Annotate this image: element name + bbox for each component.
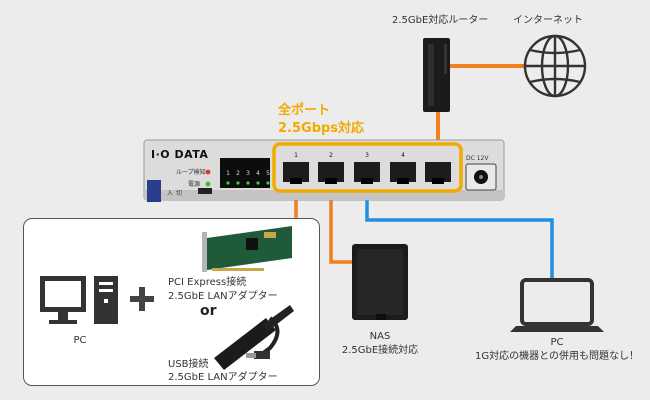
led-number: 1: [226, 170, 230, 177]
pcie-line1: PCI Express接続: [168, 277, 247, 288]
loop-detect-label: ループ検知: [176, 169, 206, 176]
router-label: 2.5GbE対応ルーター: [392, 15, 489, 26]
pc-label-left: PC: [73, 335, 87, 346]
usb-line1: USB接続: [168, 359, 209, 370]
usb-adapter-icon: [214, 305, 294, 370]
power-led-icon: [205, 181, 211, 187]
loop-led-icon: [205, 169, 211, 175]
port-3: [354, 162, 380, 184]
highlight-line2: 2.5Gbps対応: [278, 121, 365, 136]
port2-nas-line: [329, 186, 352, 264]
port-number: 2: [329, 152, 333, 159]
nas-icon: [352, 244, 408, 320]
usb-line2: 2.5GbE LANアダプター: [168, 372, 278, 383]
led-number: 4: [256, 170, 260, 177]
led-number: 3: [246, 170, 250, 177]
pc-right-line1: PC: [550, 337, 564, 348]
highlight-line1: 全ポート: [278, 103, 331, 118]
switch-device: [143, 139, 505, 202]
port-number: 3: [365, 152, 369, 159]
dc-label: DC 12V: [466, 155, 489, 162]
or-label: or: [200, 303, 217, 319]
switch-off-label: 切: [176, 190, 183, 197]
led-number: 2: [236, 170, 240, 177]
mode-switch-icon: [147, 180, 161, 202]
router-device: [423, 38, 450, 112]
port-1: [283, 162, 309, 184]
globe-icon: [523, 34, 587, 98]
highlight-frame: [272, 142, 463, 193]
pc-right-line2: 1G対応の機器との併用も問題なし！: [474, 351, 640, 362]
port-uplink: [425, 162, 451, 184]
pcie-line2: 2.5GbE LANアダプター: [168, 291, 278, 302]
switch-on-label: 入: [167, 190, 174, 197]
power-label: 電源: [188, 181, 201, 188]
port3-pc-line: [365, 186, 554, 280]
led-number: 5: [266, 170, 270, 177]
internet-label: インターネット: [513, 15, 583, 26]
pc-icon: [40, 276, 118, 324]
port-4: [390, 162, 416, 184]
brand-logo: I·O DATA: [151, 148, 209, 161]
nas-line1: NAS: [369, 331, 391, 342]
port-number: 1: [294, 152, 298, 159]
plus-icon: [130, 287, 154, 311]
laptop-icon: [510, 278, 604, 332]
pcie-card-icon: [202, 226, 292, 272]
port-number: 4: [401, 152, 405, 159]
port-2: [318, 162, 344, 184]
nas-line2: 2.5GbE接続対応: [341, 345, 419, 356]
